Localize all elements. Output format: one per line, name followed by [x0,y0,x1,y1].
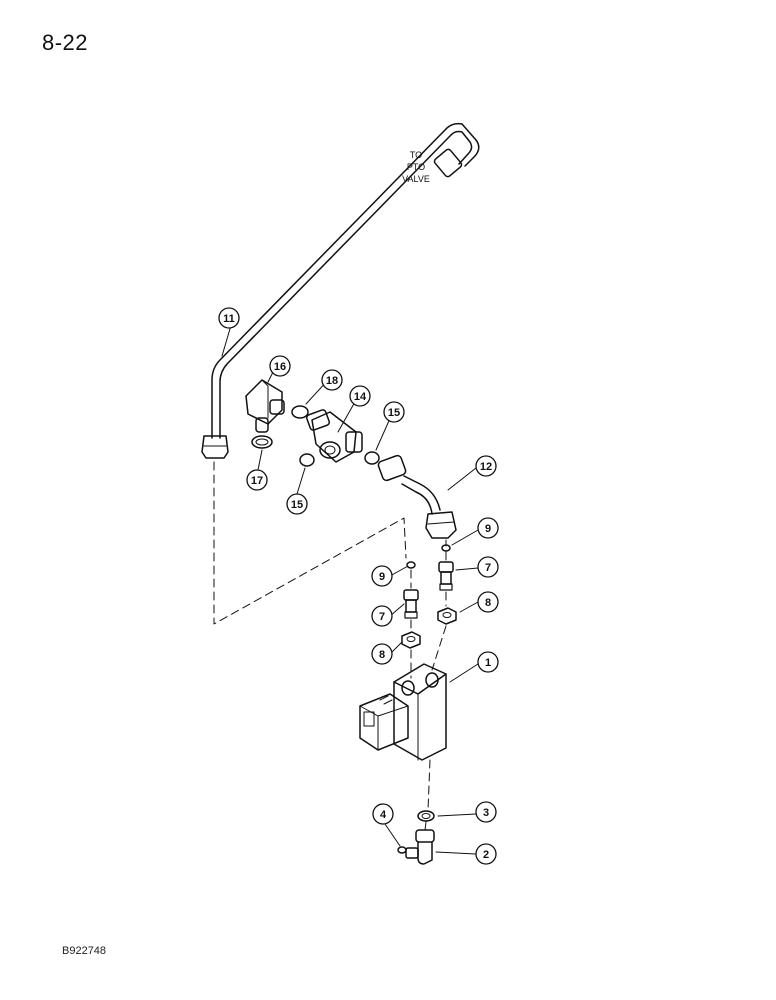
callout-label: 1 [485,657,491,669]
note-line-1: TO [410,150,422,160]
fitting-7-left [403,589,419,619]
nut-8-left [401,631,421,649]
washer-3 [417,810,435,822]
callout-label: 15 [388,407,400,419]
callout-label: 3 [483,807,489,819]
callout-circle [218,307,240,329]
callout-label: 2 [483,849,489,861]
callout-label: 9 [379,571,385,583]
seal-9-left [406,561,416,569]
callout-label: 7 [485,562,491,574]
note-line-3: VALVE [402,174,430,184]
callout-circle [477,556,499,578]
callout-label: 7 [379,611,385,623]
callout-circle [475,843,497,865]
callout-circle [477,517,499,539]
callout-circle [349,385,371,407]
o-ring-15a [299,453,315,467]
callout-label: 11 [223,313,235,325]
o-ring-17 [251,435,273,449]
solenoid-valve [359,663,447,761]
callout-label: 8 [485,597,491,609]
leader-lines [221,321,479,855]
pto-tube [201,122,480,459]
tee-fitting [305,409,363,463]
page-number: 8-22 [42,30,89,55]
callout-label: 14 [354,391,367,403]
callout-circle [475,455,497,477]
callout-label: 17 [251,475,263,487]
callout-label: 18 [326,375,338,387]
assembly-lines [213,461,447,831]
elbow-fitting [245,379,285,433]
fitting-7-right [438,561,454,591]
callout-label: 8 [379,649,385,661]
callout-circle [371,643,393,665]
callout-circle [371,565,393,587]
o-ring-18 [291,405,309,419]
callout-label: 9 [485,523,491,535]
callout-label: 12 [480,461,492,473]
callout-circle [286,493,308,515]
nut-8-right [437,607,457,625]
short-tube [377,454,457,539]
note-line-2: PTO [407,162,425,172]
callout-circle [372,803,394,825]
callout-label: 15 [291,499,303,511]
callout-circle [477,651,499,673]
seal-4 [397,846,407,854]
callout-circle [246,469,268,491]
callout-label: 4 [380,809,387,821]
callout-circle [321,369,343,391]
callout-label: 16 [274,361,286,373]
elbow-2 [405,829,435,865]
callout-circle [383,401,405,423]
callout-circle [269,355,291,377]
o-ring-15b [364,451,380,465]
callout-circle [371,605,393,627]
callout-circle [475,801,497,823]
figure-code: B922748 [62,945,107,957]
callout-circle [477,591,499,613]
